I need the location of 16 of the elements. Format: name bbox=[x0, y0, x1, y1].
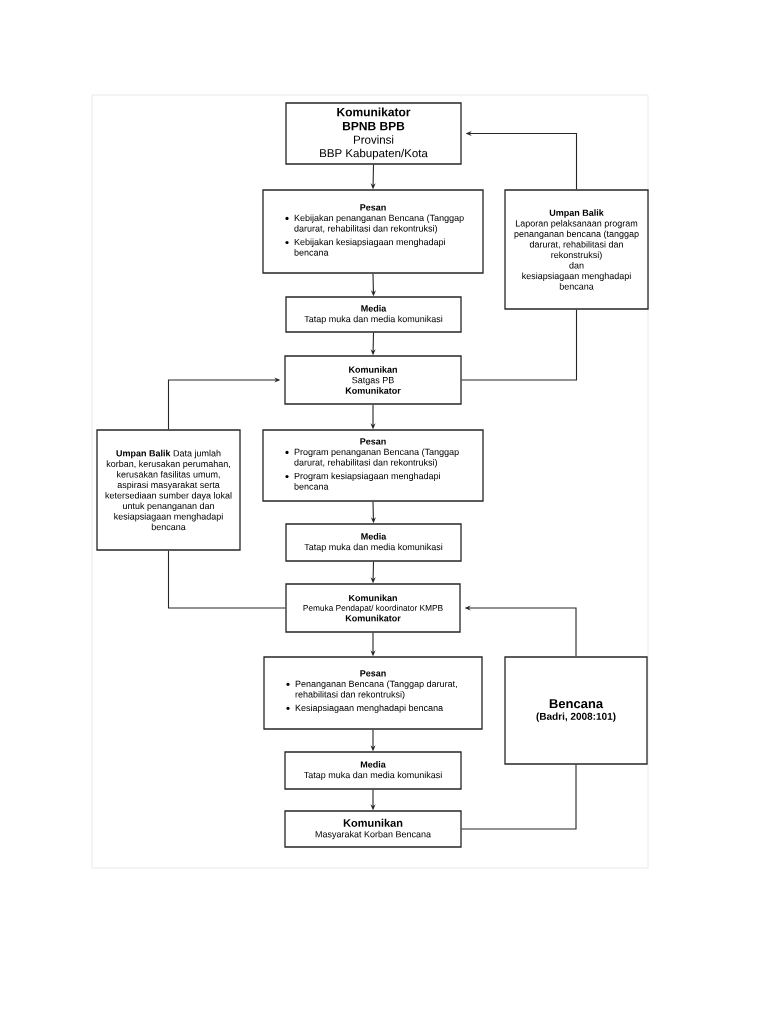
process-box: Media Tatap muka dan media komunikasi bbox=[285, 523, 462, 562]
process-box: Media Tatap muka dan media komunikasi bbox=[285, 296, 462, 333]
process-box: Komunikan Pemuka Pendapat/ koordinator KMPB Komunikator bbox=[285, 583, 461, 633]
connector-line bbox=[167, 550, 286, 609]
process-box: Umpan Balik Laporan pelaksanaan program penanganan bencana (tanggap darurat, rehabilitasi dan rekonstruksi) dan kesiapsiagaan menghadapi bencana bbox=[504, 189, 649, 310]
process-box: Pesan Program penanganan Bencana (Tanggap darurat, rehabilitasi dan rekontruksi) Program kesiapsiagaan menghadapi bencana bbox=[262, 429, 484, 502]
connector-line bbox=[461, 309, 578, 381]
process-box: Pesan Kebijakan penanganan Bencana (Tanggap darurat, rehabilitasi dan rekontruksi) Kebijakan kesiapsiagaan menghadapi bencana bbox=[262, 189, 484, 274]
process-box: Komunikan Masyarakat Korban Bencana bbox=[284, 810, 462, 848]
process-box: Pesan Penanganan Bencana (Tanggap darurat, rehabilitasi dan rekontruksi) Kesiapsiagaan menghadapi bencana bbox=[263, 656, 483, 730]
process-box: Umpan Balik Data jumlah korban, kerusakan perumahan, kerusakan fasilitas umum, aspirasi masyarakat serta ketersediaan sumber daya lokal untuk penanganan dan kesiapsiagaan menghadapi bencana bbox=[96, 429, 241, 551]
process-box: Komunikator BPNB BPB Provinsi BBP Kabupaten/Kota bbox=[285, 102, 462, 165]
process-box: Komunikan Satgas PB Komunikator bbox=[284, 355, 462, 405]
process-box: Bencana (Badri, 2008:101) bbox=[504, 656, 648, 765]
connector-line bbox=[461, 764, 577, 830]
process-box: Media Tatap muka dan media komunikasi bbox=[284, 751, 462, 790]
